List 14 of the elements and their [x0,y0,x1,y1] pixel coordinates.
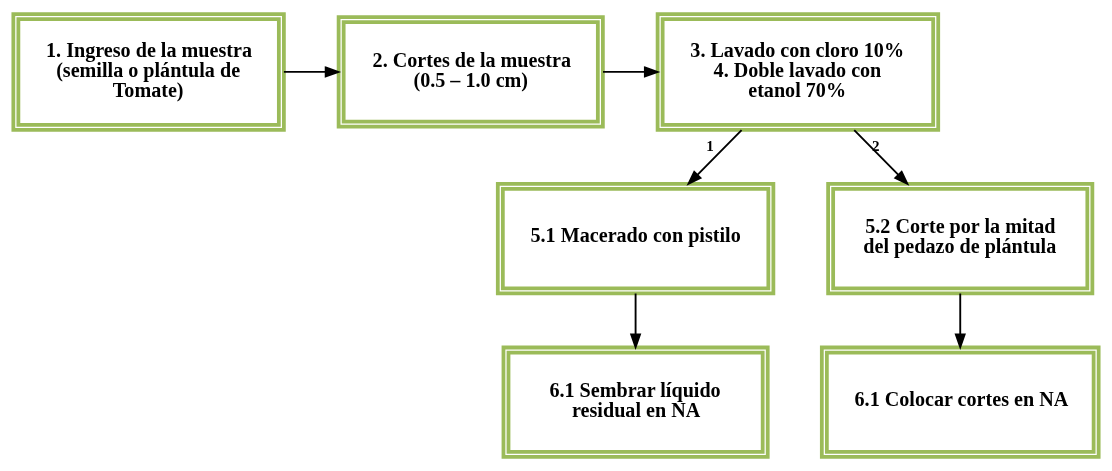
edge-label: 1 [706,138,714,155]
arrow [282,66,342,78]
node-box: 6.1 Sembrar líquido residual en NA [501,345,770,459]
node-box: 1. Ingreso de la muestra (semilla o plántula de Tomate) [11,12,286,132]
node-box: 2. Cortes de la muestra (0.5 – 1.0 cm) [336,15,605,129]
arrow [686,129,743,186]
arrow [853,129,910,186]
node-box: 6.1 Colocar cortes en NA [819,345,1101,459]
arrow [629,292,642,350]
arrow [954,292,966,350]
arrow [602,66,661,78]
node-box: 5.2 Corte por la mitad del pedazo de plántula [826,182,1095,296]
node-box: 3. Lavado con cloro 10% 4. Doble lavado con etanol 70% [655,12,941,132]
node-box: 5.1 Macerado con pistilo [495,182,776,296]
